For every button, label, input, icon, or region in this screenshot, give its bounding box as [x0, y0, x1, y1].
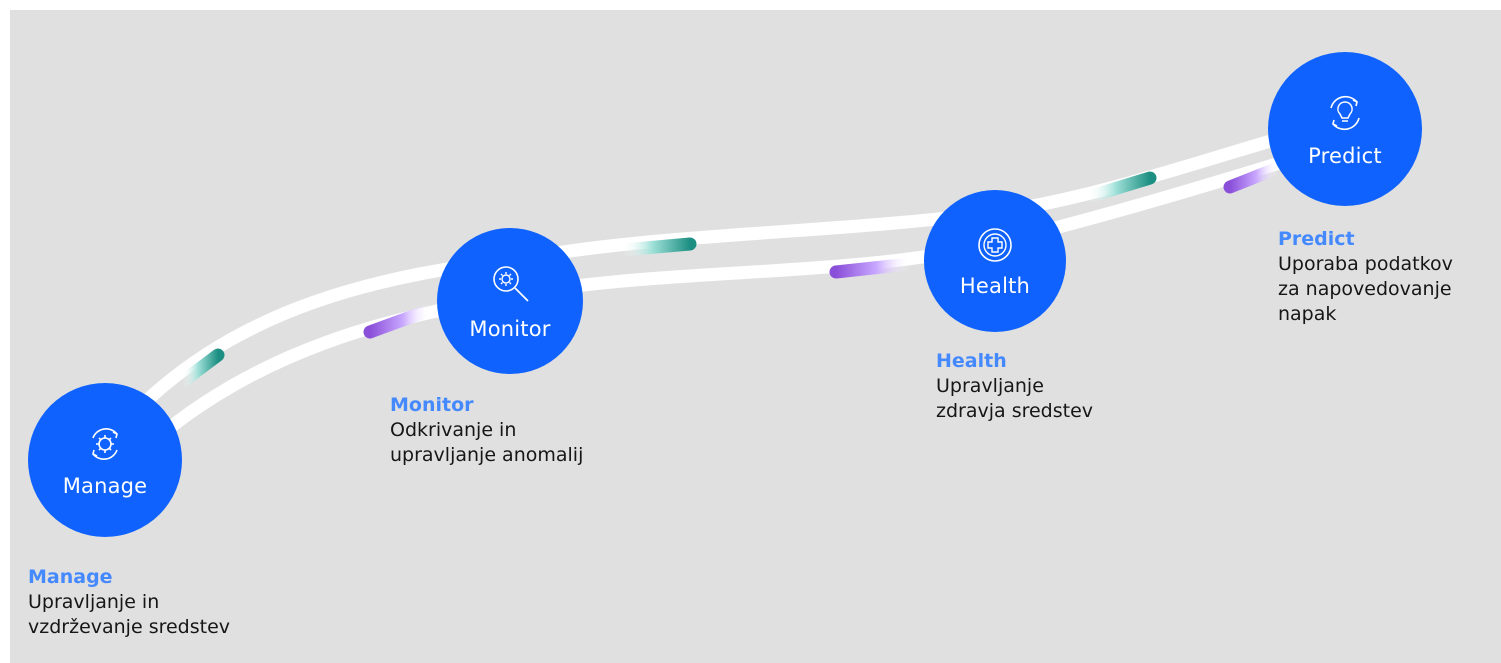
caption-health: Health Upravljanje zdravja sredstev [936, 349, 1093, 424]
node-label: Monitor [469, 317, 551, 341]
caption-line: zdravja sredstev [936, 400, 1094, 422]
journey-tracks [101, 113, 1362, 479]
caption-line: vzdrževanje sredstev [28, 616, 231, 638]
node-label: Predict [1308, 144, 1382, 168]
node-manage[interactable]: Manage [28, 383, 182, 537]
caption-line: Upravljanje [936, 375, 1044, 397]
caption-line: Odkrivanje in [390, 419, 517, 441]
lower-track [113, 133, 1362, 479]
node-health[interactable]: Health [924, 190, 1066, 332]
caption-title: Predict [1278, 228, 1355, 250]
caption-line: Upravljanje in [28, 591, 160, 613]
node-monitor[interactable]: Monitor [437, 228, 583, 374]
node-label: Health [959, 274, 1031, 298]
caption-line: Uporaba podatkov [1278, 253, 1453, 275]
purple-accent-3 [1223, 161, 1285, 194]
teal-accent-2 [615, 237, 697, 257]
magnifier-gear-icon [493, 266, 529, 302]
caption-monitor: Monitor Odkrivanje in upravljanje anomal… [390, 393, 583, 468]
caption-predict: Predict Uporaba podatkov za napovedovanj… [1278, 227, 1453, 327]
teal-accent-1 [175, 348, 225, 389]
node-predict[interactable]: Predict [1268, 52, 1422, 206]
caption-manage: Manage Upravljanje in vzdrževanje sredst… [28, 565, 230, 640]
caption-title: Health [936, 350, 1007, 372]
teal-accent-3 [1081, 171, 1157, 204]
diagram-canvas: Manage Monitor Health Predict [10, 10, 1501, 663]
caption-title: Monitor [390, 394, 474, 416]
caption-line: upravljanje anomalij [390, 444, 584, 466]
upper-track [101, 113, 1352, 449]
caption-line: napak [1278, 303, 1337, 325]
caption-title: Manage [28, 566, 113, 588]
lightbulb-refresh-icon [1330, 95, 1360, 131]
node-label: Manage [62, 474, 148, 498]
purple-accent-1 [363, 303, 437, 339]
health-plus-icon [978, 228, 1012, 262]
caption-line: za napovedovanje [1278, 278, 1452, 300]
gear-refresh-icon [92, 428, 118, 460]
purple-accent-2 [829, 257, 917, 279]
